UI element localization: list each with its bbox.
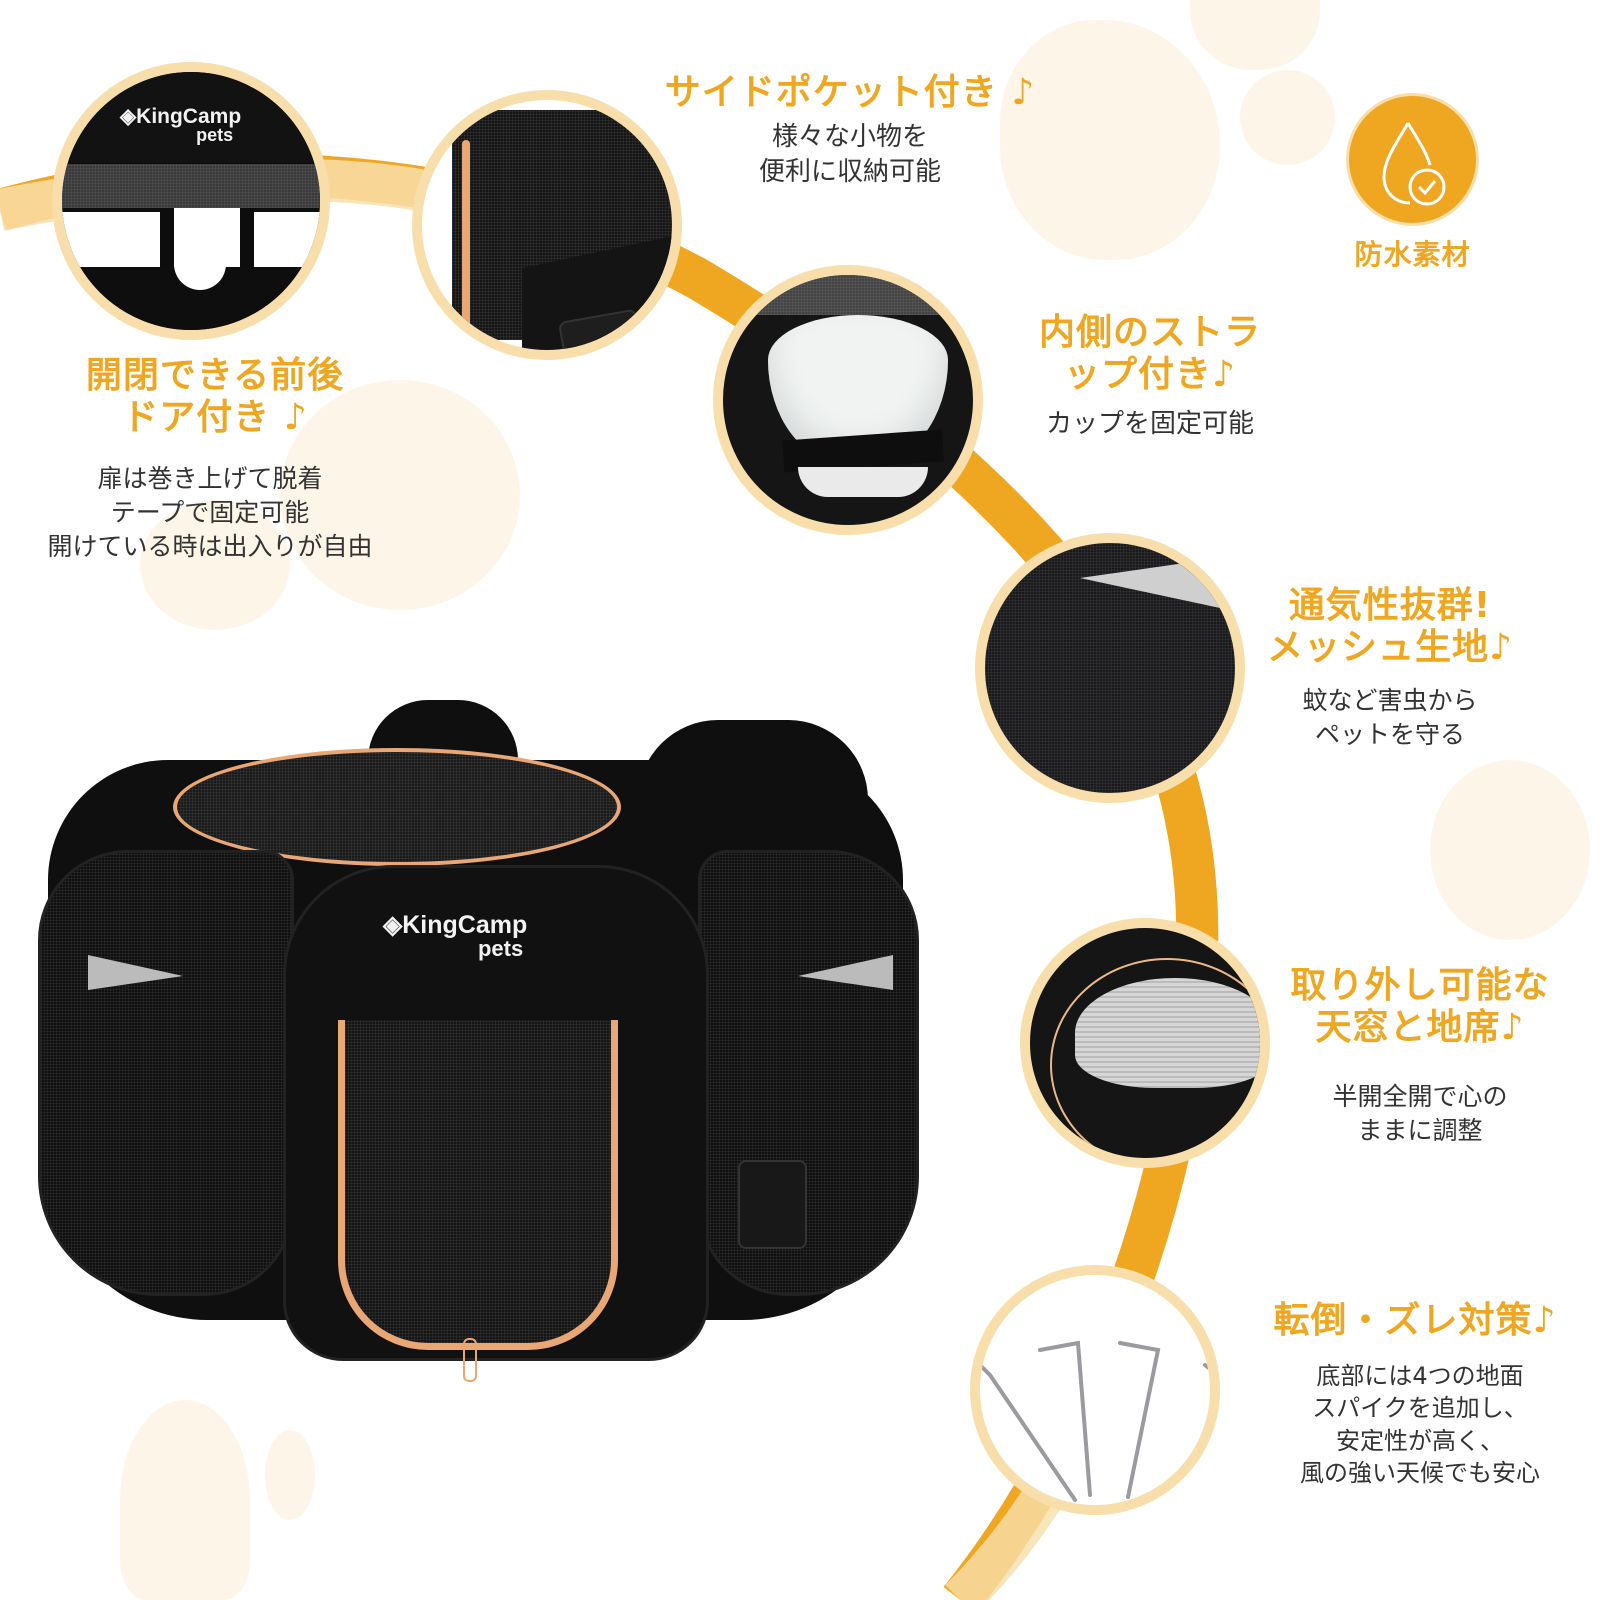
feature-stakes-desc: 底部には4つの地面 スパイクを追加し、 安定性が高く、 風の強い天候でも安心 — [1300, 1362, 1540, 1488]
paw-print-bg — [1240, 70, 1335, 165]
side-pocket — [738, 1160, 807, 1249]
diamond-logo-icon: ◈ — [120, 105, 137, 128]
paw-print-bg — [140, 500, 290, 630]
feature-strap-title: 内側のストラ ップ付き♪ — [1038, 312, 1261, 396]
skylight-mesh — [1075, 978, 1260, 1088]
paw-print-bg — [120, 1400, 250, 1600]
diamond-logo-icon: ◈ — [383, 911, 403, 939]
paw-print-bg — [1000, 20, 1220, 260]
feature-mesh-title: 通気性抜群! メッシュ生地♪ — [1267, 585, 1513, 669]
playpen-product-photo: ◈KingCamp pets — [38, 700, 919, 1390]
skylight-photo — [1020, 918, 1270, 1168]
waterproof-badge — [1346, 93, 1479, 226]
front-door — [338, 1020, 618, 1350]
feature-side-pocket-title: サイドポケット付き ♪ — [664, 72, 1036, 113]
feature-removable-desc: 半開全開で心の ままに調整 — [1332, 1082, 1508, 1145]
feature-strap-desc: カップを固定可能 — [1045, 409, 1254, 439]
feature-side-pocket-desc: 様々な小物を 便利に収納可能 — [758, 122, 941, 188]
door-detail-photo: ◈KingCamp pets — [52, 62, 330, 340]
stakes-icon — [980, 1340, 1210, 1502]
mesh-fabric-photo — [975, 533, 1245, 803]
badge-label: 防水素材 — [1354, 238, 1471, 271]
side-pocket-photo — [412, 90, 682, 360]
paw-print-bg — [400, 430, 480, 540]
water-drop-check-icon — [1382, 122, 1446, 206]
brand-logo: ◈KingCamp pets — [120, 105, 242, 145]
feature-removable-title: 取り外し可能な 天窓と地席♪ — [1290, 965, 1550, 1049]
paw-print-bg — [265, 1430, 315, 1520]
top-window — [173, 748, 621, 866]
feature-mesh-desc: 蚊など害虫から ペットを守る — [1302, 686, 1478, 749]
paw-print-bg — [1430, 760, 1590, 940]
cup-strap-photo — [713, 265, 983, 535]
feature-stakes-title: 転倒・ズレ対策♪ — [1273, 1300, 1557, 1341]
brand-logo: ◈KingCamp pets — [383, 911, 528, 961]
feature-doors-title: 開閉できる前後 ドア付き ♪ — [85, 355, 345, 439]
ground-stakes-photo — [970, 1265, 1220, 1515]
zipper-pull — [463, 1338, 477, 1382]
feature-doors-desc: 扉は巻き上げて脱着 テープで固定可能 開けている時は出入りが自由 — [47, 464, 373, 561]
